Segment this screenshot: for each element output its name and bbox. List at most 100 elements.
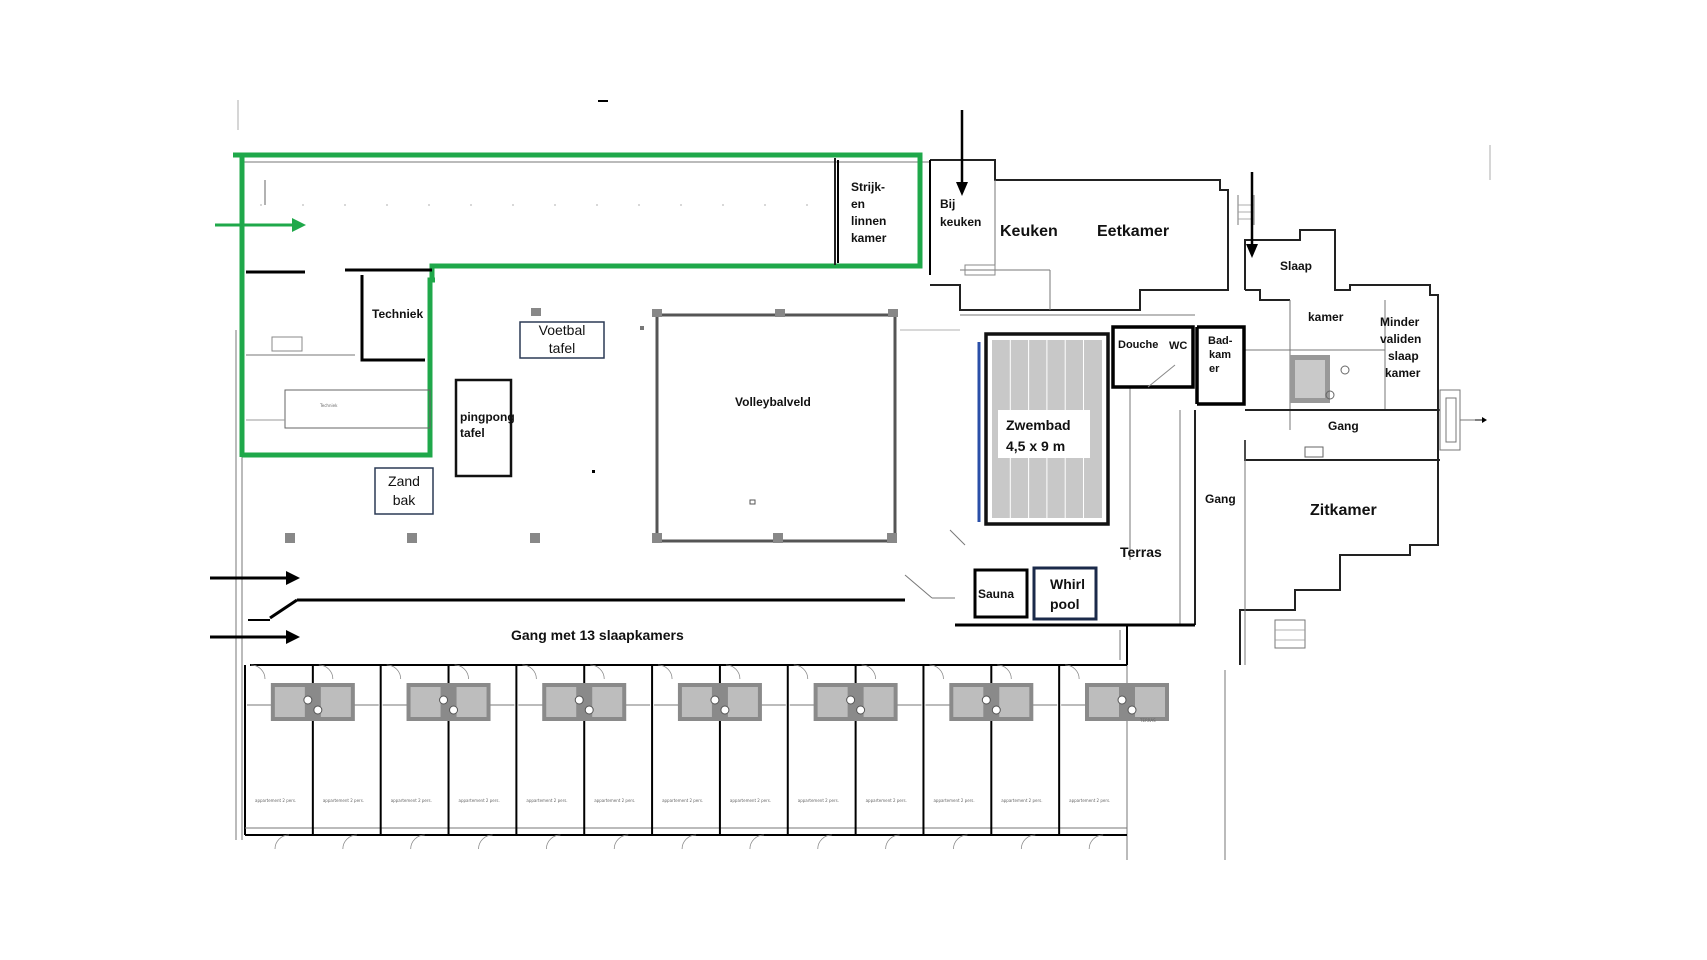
gang-fixture — [1304, 446, 1324, 458]
badkamer-label-2: kam — [1209, 349, 1231, 361]
keuken-label: Keuken — [1000, 223, 1058, 240]
zandbak: Zand bak — [374, 467, 434, 515]
apartment-label: appartement 2 pers. — [730, 798, 771, 803]
slaap-label: Slaap — [1280, 259, 1312, 273]
toilet — [1127, 705, 1137, 715]
voetbal-label-1: Voetbal — [539, 322, 586, 338]
techniek-label: Techniek — [372, 307, 423, 321]
door-arc — [478, 834, 493, 850]
shower — [727, 687, 758, 717]
volleybalveld-label: Volleybalveld — [735, 395, 811, 409]
pingpong-label-2: tafel — [460, 426, 485, 440]
gang-right-label: Gang — [1328, 419, 1359, 433]
toilet — [439, 695, 449, 705]
apartment-label: appartement 2 pers. — [1069, 798, 1110, 803]
toilet — [710, 695, 720, 705]
door-arc — [861, 664, 877, 680]
door-arc — [613, 834, 629, 850]
door-arc — [749, 834, 764, 850]
door-arc — [929, 664, 944, 680]
door-arc — [953, 834, 968, 850]
door-arc — [274, 834, 290, 850]
apartment-label: appartement 2 pers. — [323, 798, 364, 803]
bij-keuken: Bij keuken — [929, 160, 996, 276]
techniek-room: Techniek — [360, 275, 425, 362]
apartment-label: appartement 2 pers. — [798, 798, 839, 803]
shower — [456, 687, 487, 717]
badkamer: Bad- kam er — [1195, 325, 1246, 406]
douche-wc: Douche WC — [1111, 325, 1195, 389]
hall-columns — [285, 308, 898, 543]
zand-label-1: Zand — [388, 473, 420, 489]
zitkamer-label: Zitkamer — [1310, 502, 1377, 519]
voetbal-tafel: Voetbal tafel — [519, 321, 605, 359]
apartment-label: appartement 2 pers. — [391, 798, 432, 803]
badkamer-label-1: Bad- — [1208, 335, 1233, 347]
shower — [410, 687, 441, 717]
shower — [274, 687, 305, 717]
voetbal-label-2: tafel — [549, 340, 575, 356]
toilet — [449, 705, 459, 715]
reference-lines — [237, 100, 1491, 180]
strijk-label-1: Strijk- — [851, 180, 885, 194]
bij-label: Bij — [940, 197, 955, 211]
door-arc — [1088, 834, 1104, 850]
shower — [953, 687, 984, 717]
terras-label: Terras — [1120, 544, 1162, 560]
bij-keuken-label: keuken — [940, 215, 981, 229]
toilet — [584, 705, 594, 715]
door-arc — [454, 664, 469, 680]
douche-label: Douche — [1118, 339, 1158, 351]
door-arc — [1020, 834, 1036, 850]
toilet — [720, 705, 730, 715]
corridor: Gang met 13 slaapkamers — [248, 598, 1128, 666]
entrance-arrows — [210, 110, 1487, 644]
door-arc — [997, 664, 1012, 680]
apartment-label: appartement 2 pers. — [255, 798, 296, 803]
bedroom-row: appartement 2 pers. appartement 2 pers. ap… — [244, 664, 1169, 850]
shower — [681, 687, 712, 717]
door-arc — [250, 664, 266, 680]
shower — [863, 687, 894, 717]
toilet — [846, 695, 856, 705]
arrow-down-icon — [956, 110, 968, 196]
door-arc — [1065, 664, 1080, 680]
pingpong-tafel: pingpong tafel — [454, 378, 515, 478]
minder-label-2: validen — [1380, 332, 1421, 346]
door-arc — [658, 664, 673, 680]
door-arc — [793, 664, 809, 680]
strijk-linnen-kamer: Strijk- en linnen kamer — [837, 160, 887, 263]
volleybalveld: Volleybalveld — [655, 313, 897, 543]
whirl-label-1: Whirl — [1050, 576, 1085, 592]
door-arc — [817, 834, 832, 850]
wc-label: WC — [1169, 340, 1187, 352]
shower — [592, 687, 623, 717]
closed-area: Techniek — [233, 152, 923, 458]
door-arc — [410, 834, 425, 850]
apartment-label: appartement 2 pers. — [933, 798, 974, 803]
gang-slaapkamers-label: Gang met 13 slaapkamers — [511, 627, 684, 643]
strijk-label-4: kamer — [851, 231, 887, 245]
apartment-label: appartement 2 pers. — [594, 798, 635, 803]
minder-label-4: kamer — [1385, 366, 1421, 380]
arrow-right-icon — [210, 571, 300, 585]
technical-room-small-text: Techniek — [319, 403, 338, 408]
toilet — [574, 695, 584, 705]
whirl-label-2: pool — [1050, 596, 1080, 612]
door-arc — [386, 664, 402, 680]
door-arc — [318, 664, 334, 680]
shower — [999, 687, 1030, 717]
strijk-label-2: en — [851, 197, 865, 211]
toilet — [313, 705, 323, 715]
shower — [1135, 687, 1165, 717]
shower — [546, 687, 577, 717]
right-wing-bathroom — [1290, 355, 1350, 403]
apartment-label: appartement 2 pers. — [459, 798, 500, 803]
gang-mid-label: Gang — [1205, 492, 1236, 506]
toilet — [991, 705, 1001, 715]
zwembad-label-2: 4,5 x 9 m — [1006, 438, 1065, 454]
terras-small-label: TERRAS — [1139, 718, 1156, 723]
minder-label-1: Minder — [1380, 315, 1420, 329]
door-arc — [681, 834, 697, 850]
whirlpool: Whirl pool — [1032, 566, 1098, 621]
